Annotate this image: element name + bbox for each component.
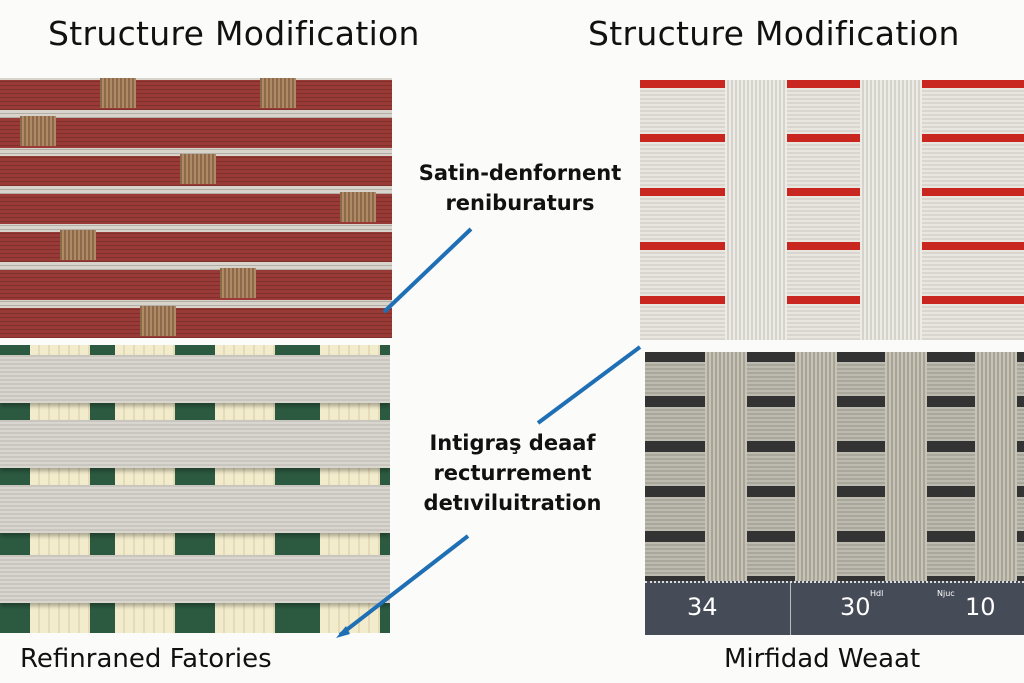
ruler-sup-2: Hdl xyxy=(870,589,884,598)
pointer-line-right xyxy=(536,345,642,425)
bottom-left-label: Refinraned Fatories xyxy=(20,644,272,674)
callout-middle-line-3: detıviluitration xyxy=(423,491,602,515)
ruler-value-1: 34 xyxy=(687,593,718,621)
callout-middle: Intigraş deaaf recturrement detıviluitra… xyxy=(405,428,620,518)
pointer-line-top xyxy=(382,227,473,314)
pointer-line-bottom xyxy=(338,534,470,637)
callout-top: Satin-denfornent reniburaturs xyxy=(405,158,635,218)
right-title: Structure Modification xyxy=(588,14,960,53)
left-title: Structure Modification xyxy=(48,14,420,53)
callout-middle-line-2: recturrement xyxy=(433,461,592,485)
red-weave-photo xyxy=(0,78,392,338)
white-weave-green-photo xyxy=(0,345,390,633)
callout-top-line-2: reniburaturs xyxy=(445,191,595,215)
white-weave-red-photo xyxy=(640,80,1024,340)
arrowhead-icon xyxy=(336,626,350,638)
callout-top-line-1: Satin-denfornent xyxy=(418,161,622,185)
ruler-value-3: 10 xyxy=(965,593,996,621)
ruler-sup-3: Njuc xyxy=(937,589,955,598)
ruler-value-2: 30 xyxy=(840,593,871,621)
callout-middle-line-1: Intigraş deaaf xyxy=(429,431,596,455)
bottom-right-label: Mirfidad Weaat xyxy=(724,644,921,674)
